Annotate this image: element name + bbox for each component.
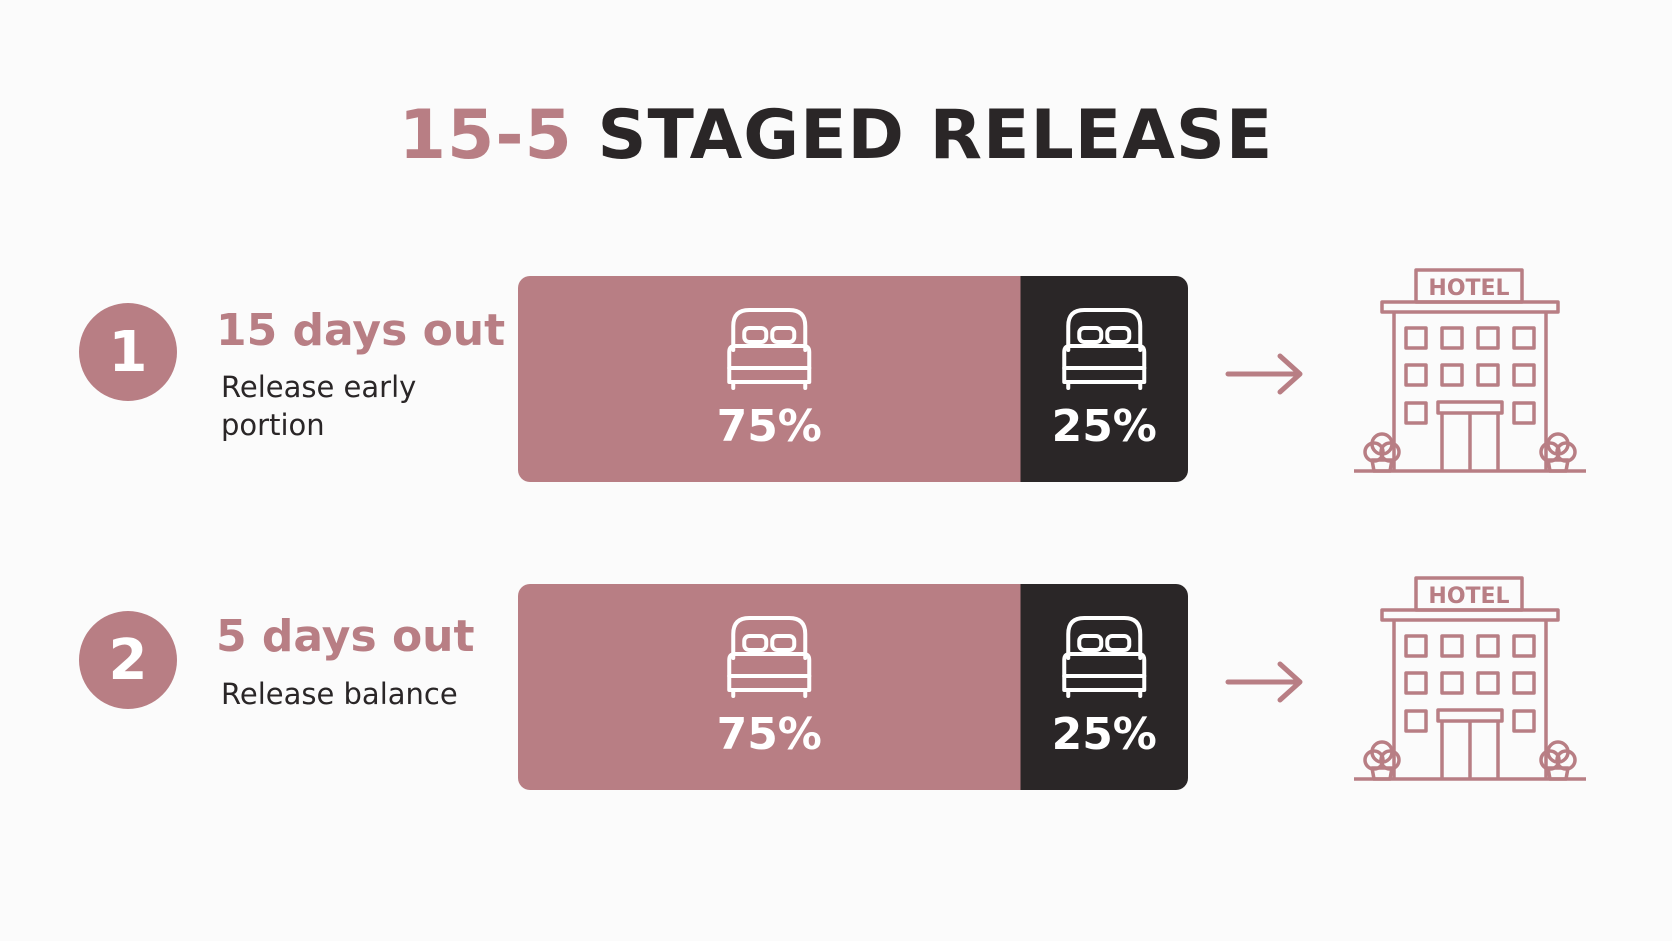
hotel-sign-label: HOTEL — [1428, 584, 1509, 609]
held-percent-label: 25% — [1052, 709, 1157, 760]
stage-number-badge: 2 — [79, 611, 177, 709]
bed-icon — [727, 308, 812, 390]
stage-description: Release balance — [221, 677, 458, 711]
title-rest: STAGED RELEASE — [597, 96, 1274, 175]
bed-icon — [1062, 616, 1147, 698]
arrow-right-icon — [1225, 661, 1303, 703]
allocation-bar: 75% 25% — [518, 584, 1188, 790]
stage-label: 15 days out — [216, 305, 506, 356]
allocation-bar: 75% 25% — [518, 276, 1188, 482]
stage-description: Release early portion — [221, 370, 417, 442]
allocation-bar-svg: 75% 25% — [518, 276, 1188, 482]
release-percent-label: 75% — [717, 401, 822, 452]
held-percent-label: 25% — [1052, 401, 1157, 452]
release-percent-label: 75% — [717, 709, 822, 760]
stage-label: 5 days out — [216, 611, 475, 662]
allocation-bar-svg: 75% 25% — [518, 584, 1188, 790]
stage-row-1: 1 15 days out Release early portion — [0, 268, 1672, 490]
arrow-right-icon — [1225, 353, 1303, 395]
bed-icon — [727, 616, 812, 698]
hotel-building-icon: HOTEL — [1354, 576, 1586, 781]
hotel-sign-label: HOTEL — [1428, 276, 1509, 301]
page-title: 15-5 STAGED RELEASE — [0, 96, 1672, 176]
bed-icon — [1062, 308, 1147, 390]
stage-number-badge: 1 — [79, 303, 177, 401]
stage-row-2: 2 5 days out Release balance 75 — [0, 576, 1672, 798]
hotel-building-icon: HOTEL — [1354, 268, 1586, 473]
title-accent: 15-5 — [398, 96, 573, 175]
